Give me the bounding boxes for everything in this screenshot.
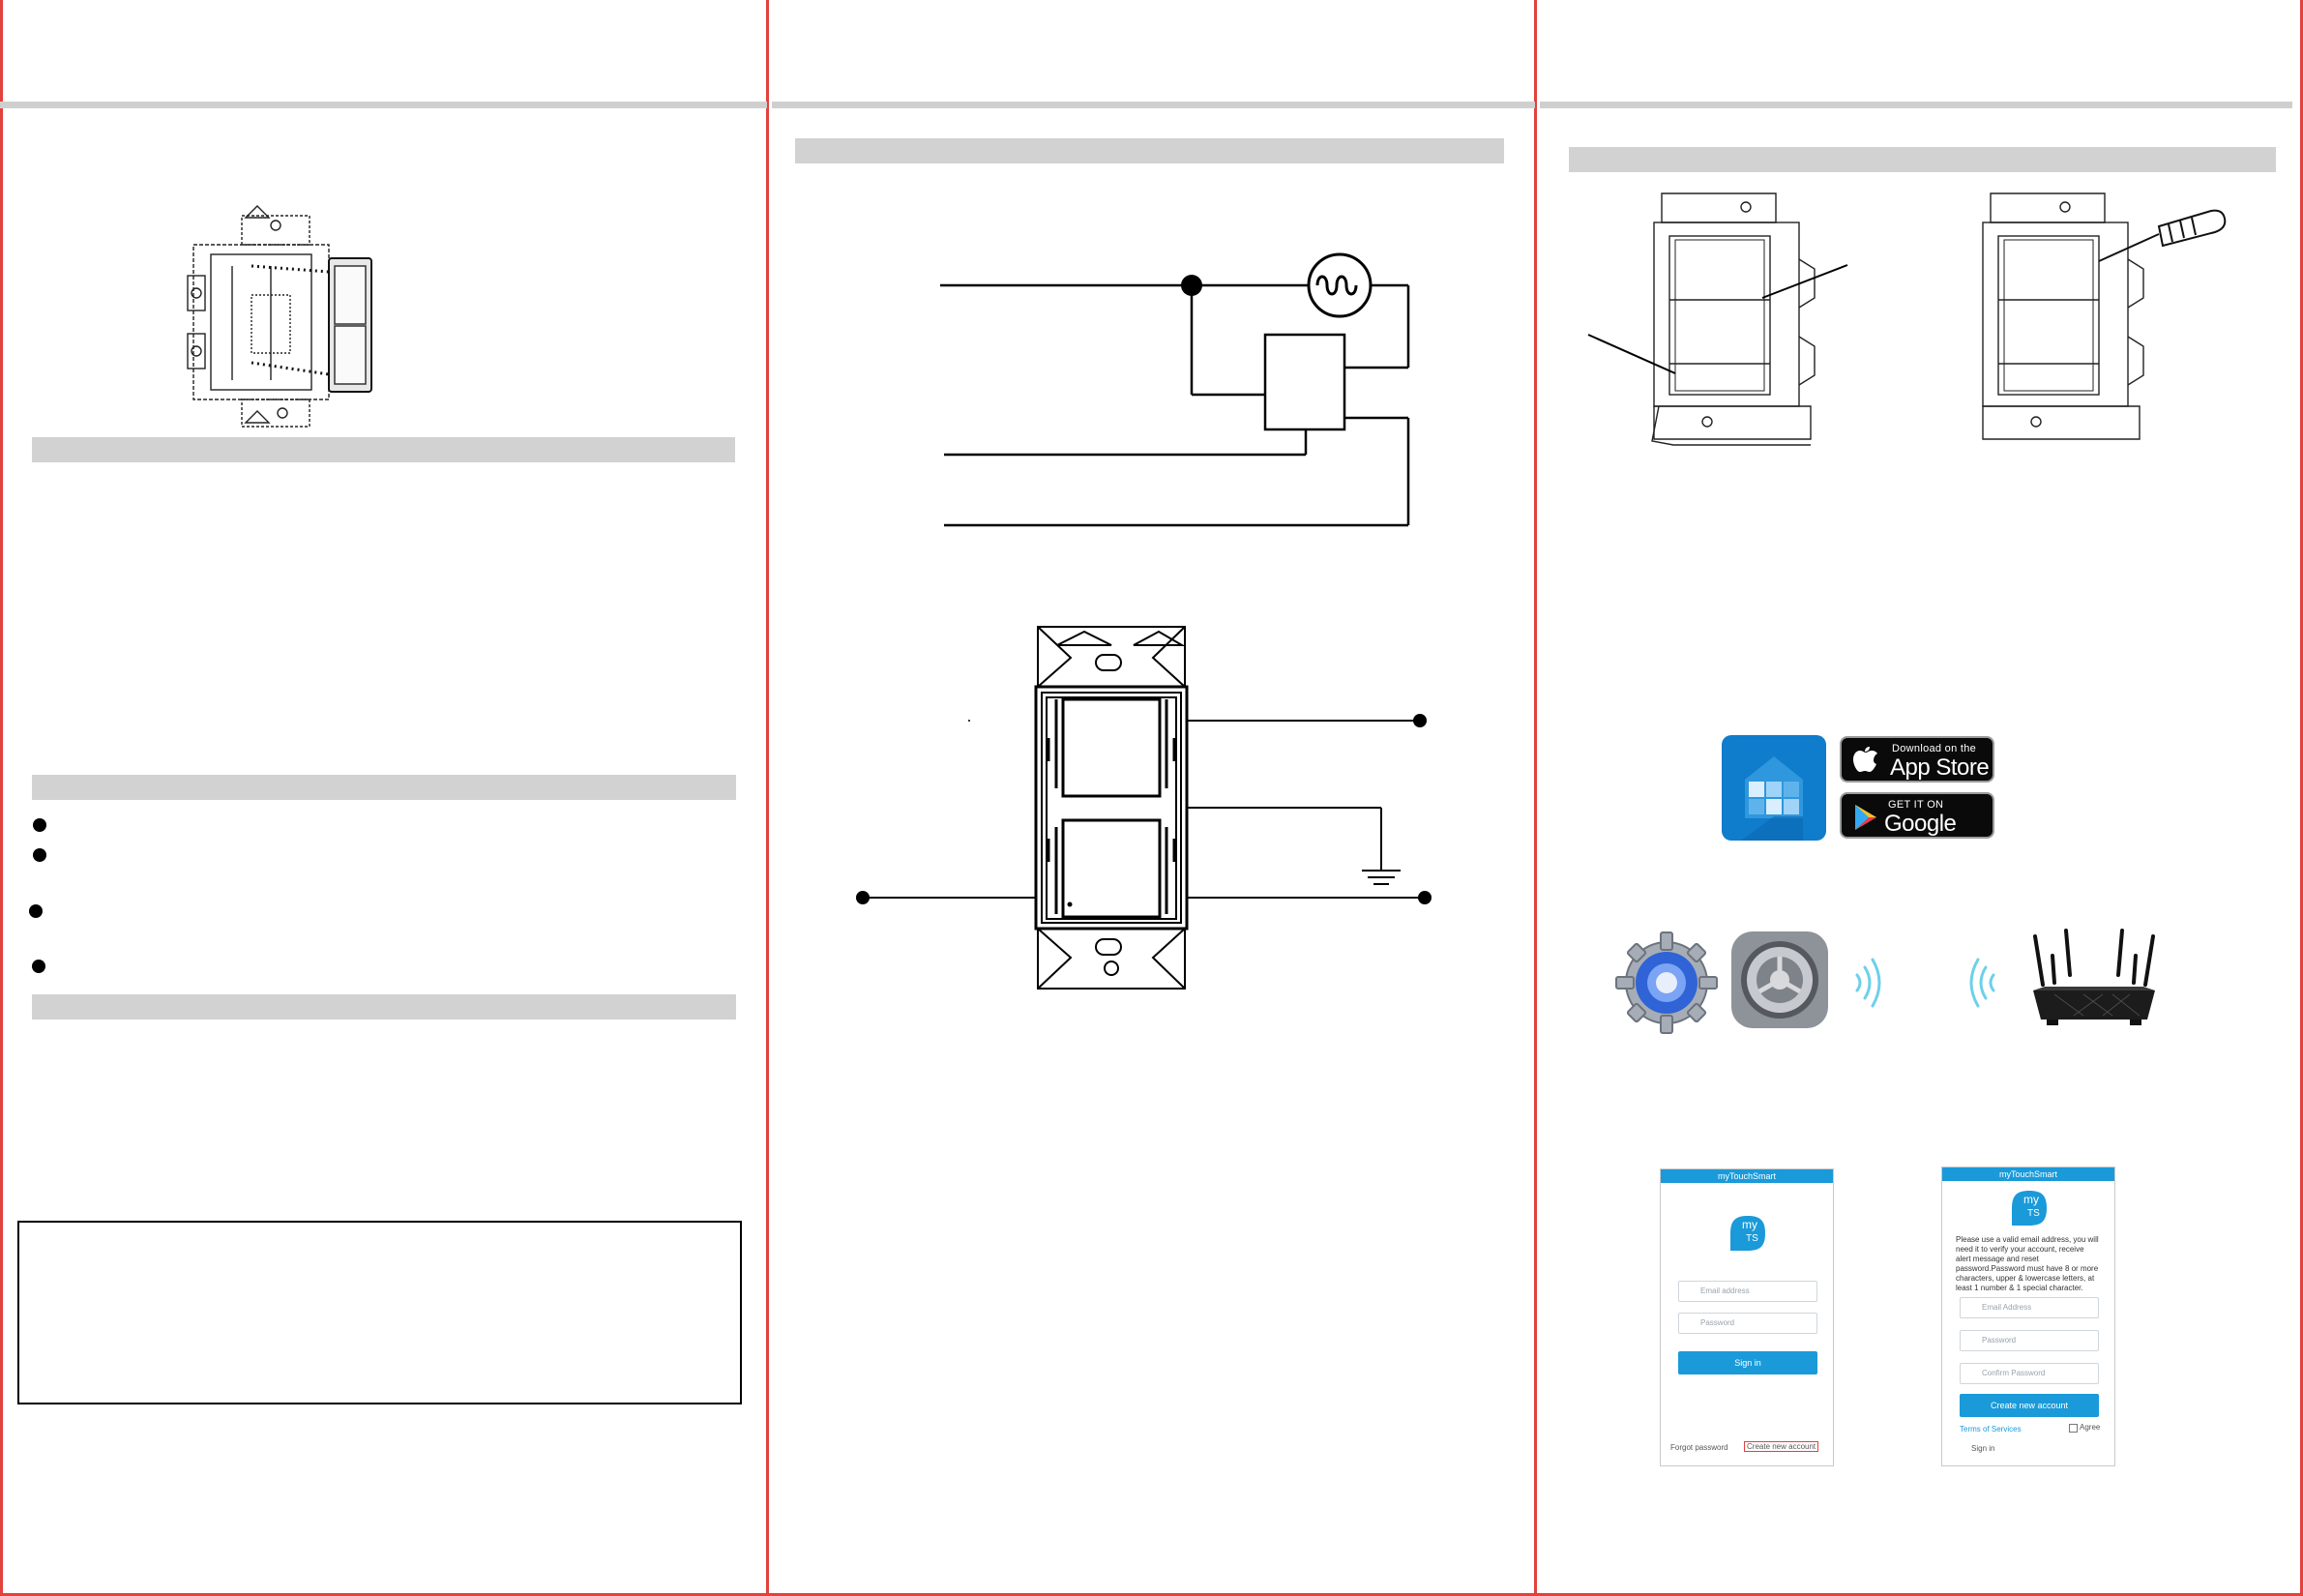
middle-panel	[769, 0, 1537, 1596]
agree-checkbox[interactable]	[2069, 1424, 2078, 1433]
screwdriver-icon	[2098, 209, 2227, 262]
app-status-bar: myTouchSmart	[1661, 1169, 1833, 1183]
agree-label: Agree	[2080, 1423, 2101, 1432]
wifi-router-icon	[2033, 929, 2155, 1025]
top-rule-right	[1540, 102, 2292, 108]
gear-icon	[1615, 931, 1718, 1034]
login-phone-screen: myTouchSmart my TS Email address Passwor…	[1660, 1168, 1834, 1466]
sign-in-button[interactable]: Sign in	[1678, 1351, 1817, 1374]
switch-wiring-diagram	[856, 626, 1432, 990]
signup-note-line-2: need it to verify your account, receive	[1956, 1245, 2084, 1254]
terms-link[interactable]: Terms of Services	[1960, 1425, 2022, 1433]
google-play-large-text: Google Play	[1884, 811, 1957, 864]
switch-front-illustration	[1587, 192, 1848, 446]
apple-icon	[1853, 747, 1877, 772]
left-panel	[0, 0, 769, 1596]
light-bulb-icon	[1307, 252, 1373, 318]
app-logo-bottom-text: TS	[2027, 1208, 2040, 1219]
wiring-section-header	[795, 138, 1504, 163]
app-status-bar: myTouchSmart	[1942, 1167, 2114, 1181]
app-logo-bottom-text: TS	[1746, 1233, 1758, 1244]
create-account-link[interactable]: Create new account	[1744, 1441, 1819, 1452]
section-header-1	[32, 437, 735, 462]
app-logo	[2012, 1191, 2047, 1226]
bullet-3	[29, 904, 43, 918]
signup-note-line-6: least 1 number & 1 special character.	[1956, 1284, 2083, 1292]
wifi-signal-icon	[1969, 958, 1995, 1008]
play-triangle-icon	[1855, 805, 1876, 830]
password-field[interactable]: Password	[1960, 1330, 2099, 1351]
app-logo	[1730, 1216, 1765, 1251]
create-account-button[interactable]: Create new account	[1960, 1394, 2099, 1417]
bullet-4	[32, 960, 45, 973]
signup-note-line-3: alert message and reset	[1956, 1255, 2039, 1263]
switch-screwdriver-illustration	[1982, 192, 2227, 440]
signup-note-line-4: password.Password must have 8 or more	[1956, 1264, 2099, 1273]
notice-box	[17, 1221, 742, 1404]
section-header-3	[32, 994, 736, 1020]
email-field[interactable]: Email Address	[1960, 1297, 2099, 1318]
faceplate-install-illustration	[187, 205, 372, 428]
password-field[interactable]: Password	[1678, 1313, 1817, 1334]
app-store-badge[interactable]: Download on the App Store	[1840, 736, 1994, 783]
gear-icon	[1731, 931, 1828, 1028]
app-store-small-text: Download on the	[1892, 743, 1977, 754]
email-field[interactable]: Email address	[1678, 1281, 1817, 1302]
section-header-2	[32, 775, 736, 800]
forgot-password-link[interactable]: Forgot password	[1670, 1443, 1728, 1452]
bullet-2	[33, 848, 46, 862]
top-rule-middle	[772, 102, 1535, 108]
app-logo-top-text: my	[2023, 1193, 2039, 1206]
google-play-small-text: GET IT ON	[1888, 799, 1944, 811]
sign-in-link[interactable]: Sign in	[1971, 1444, 1995, 1453]
wifi-signal-icon	[1855, 958, 1881, 1008]
signup-note-line-5: characters, upper & lowercase letters, a…	[1956, 1274, 2095, 1283]
signup-phone-screen: myTouchSmart my TS Please use a valid em…	[1941, 1167, 2115, 1466]
house-app-icon	[1722, 735, 1826, 841]
ground-symbol-icon	[1362, 870, 1401, 885]
confirm-password-field[interactable]: Confirm Password	[1960, 1363, 2099, 1384]
top-rule-left	[0, 102, 767, 108]
google-play-badge[interactable]: GET IT ON Google Play	[1840, 792, 1994, 864]
right-panel	[1537, 0, 2303, 1596]
app-store-large-text: App Store	[1890, 754, 1990, 781]
faceplate-removal-header	[1569, 147, 2276, 172]
bullet-1	[33, 818, 46, 832]
signup-note-line-1: Please use a valid email address, you wi…	[1956, 1235, 2099, 1244]
wiring-schematic	[940, 252, 1410, 527]
app-logo-top-text: my	[1742, 1218, 1757, 1231]
